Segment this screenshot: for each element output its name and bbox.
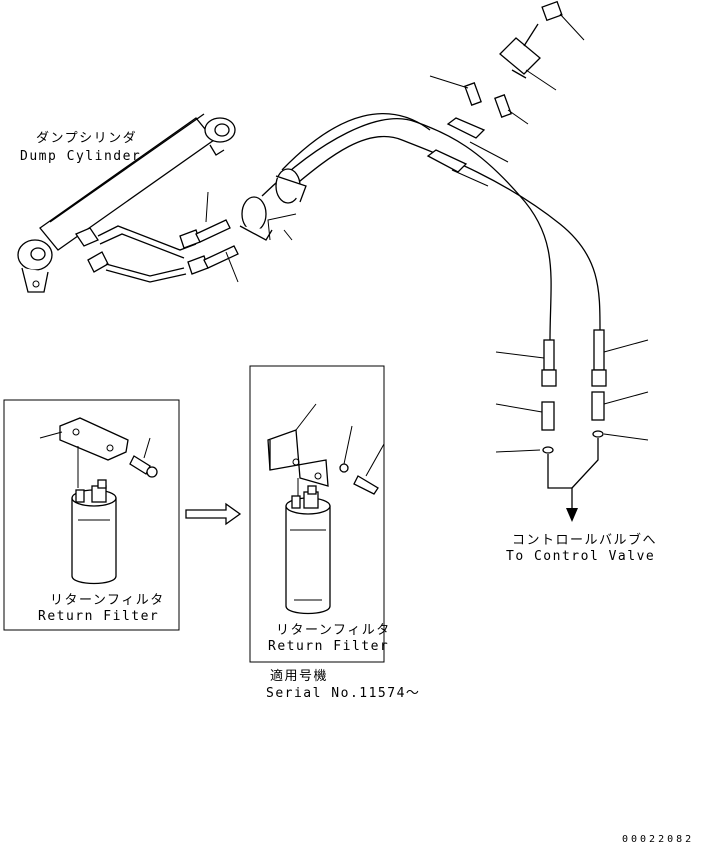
control-valve-label-jp: コントロールバルブへ xyxy=(512,532,657,548)
serial-label-jp: 適用号機 xyxy=(270,668,328,684)
return-filter-old-label-en: Return Filter xyxy=(38,609,159,624)
return-filter-new-label-jp: リターンフィルタ xyxy=(276,623,391,638)
control-valve-label-en: To Control Valve xyxy=(506,549,655,564)
serial-label-en: Serial No.11574～ xyxy=(266,686,420,701)
top-bracket-parts xyxy=(426,0,585,187)
return-filter-new xyxy=(267,403,385,615)
dump-cylinder xyxy=(17,113,236,293)
dump-cylinder-label-jp: ダンプシリンダ xyxy=(36,131,137,146)
replacement-arrow xyxy=(185,502,242,526)
hose-fittings-cylinder xyxy=(179,191,239,283)
return-filter-old-frame xyxy=(3,399,180,631)
return-filter-new-frame xyxy=(249,365,385,663)
hydraulic-hoses xyxy=(261,112,601,341)
return-filter-old-label-jp: リターンフィルタ xyxy=(50,593,165,608)
return-filter-old xyxy=(39,417,158,585)
hose-clamps xyxy=(239,168,307,241)
dump-cylinder-label-en: Dump Cylinder xyxy=(20,149,141,164)
control-valve-fittings xyxy=(495,329,649,522)
drawing-number: 00022082 xyxy=(622,834,694,844)
return-filter-new-label-en: Return Filter xyxy=(268,639,389,654)
